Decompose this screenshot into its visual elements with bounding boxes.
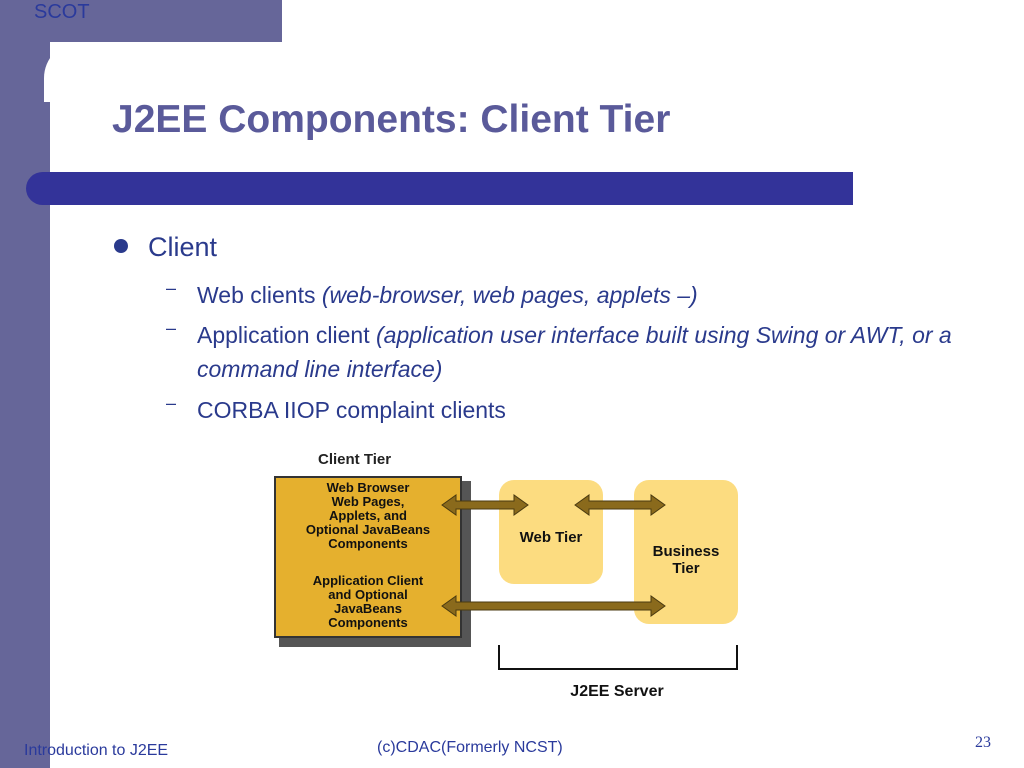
left-frame-band	[0, 0, 50, 768]
frame-corner-curve	[44, 42, 124, 102]
business-tier-label: Business Tier	[652, 543, 720, 577]
j2ee-server-bracket	[498, 645, 738, 670]
j2ee-tier-diagram: Client Tier Web Browser Web Pages, Apple…	[270, 447, 750, 707]
web-tier-label: Web Tier	[519, 529, 583, 546]
subbullet-italic: (application user interface built using …	[197, 322, 952, 382]
dash-icon: –	[166, 393, 177, 413]
bullet-dot-icon	[114, 238, 128, 253]
arrow-web-business	[574, 494, 666, 516]
client-web-browser-text: Web Browser Web Pages, Applets, and Opti…	[305, 480, 431, 551]
client-tier-heading: Client Tier	[318, 451, 392, 468]
tier-arrows	[441, 494, 738, 670]
bullet-label: Client	[148, 232, 218, 262]
slide-title: J2EE Components: Client Tier	[112, 98, 671, 141]
bullet-client: Client	[114, 232, 217, 263]
title-underline-bar	[26, 172, 853, 205]
corner-label: SCOT	[34, 1, 90, 23]
client-tier-box	[274, 476, 462, 638]
dash-icon: –	[166, 318, 177, 338]
subbullet-text: Application client	[197, 322, 376, 348]
page-number: 23	[975, 734, 991, 751]
subbullet-italic: (web-browser, web pages, applets –)	[321, 282, 698, 308]
j2ee-server-label: J2EE Server	[570, 683, 664, 700]
dash-icon: –	[166, 278, 177, 298]
top-frame-band	[0, 0, 282, 42]
subbullet-text: Web clients	[197, 282, 322, 308]
subbullet-text: CORBA IIOP complaint clients	[197, 397, 506, 423]
client-application-text: Application Client and Optional JavaBean…	[312, 573, 424, 630]
footer-organization: (c)CDAC(Formerly NCST)	[377, 739, 563, 756]
footer-course-title: Introduction to J2EE	[24, 742, 169, 759]
arrow-client-web	[441, 494, 529, 516]
arrow-client-business	[441, 595, 666, 617]
